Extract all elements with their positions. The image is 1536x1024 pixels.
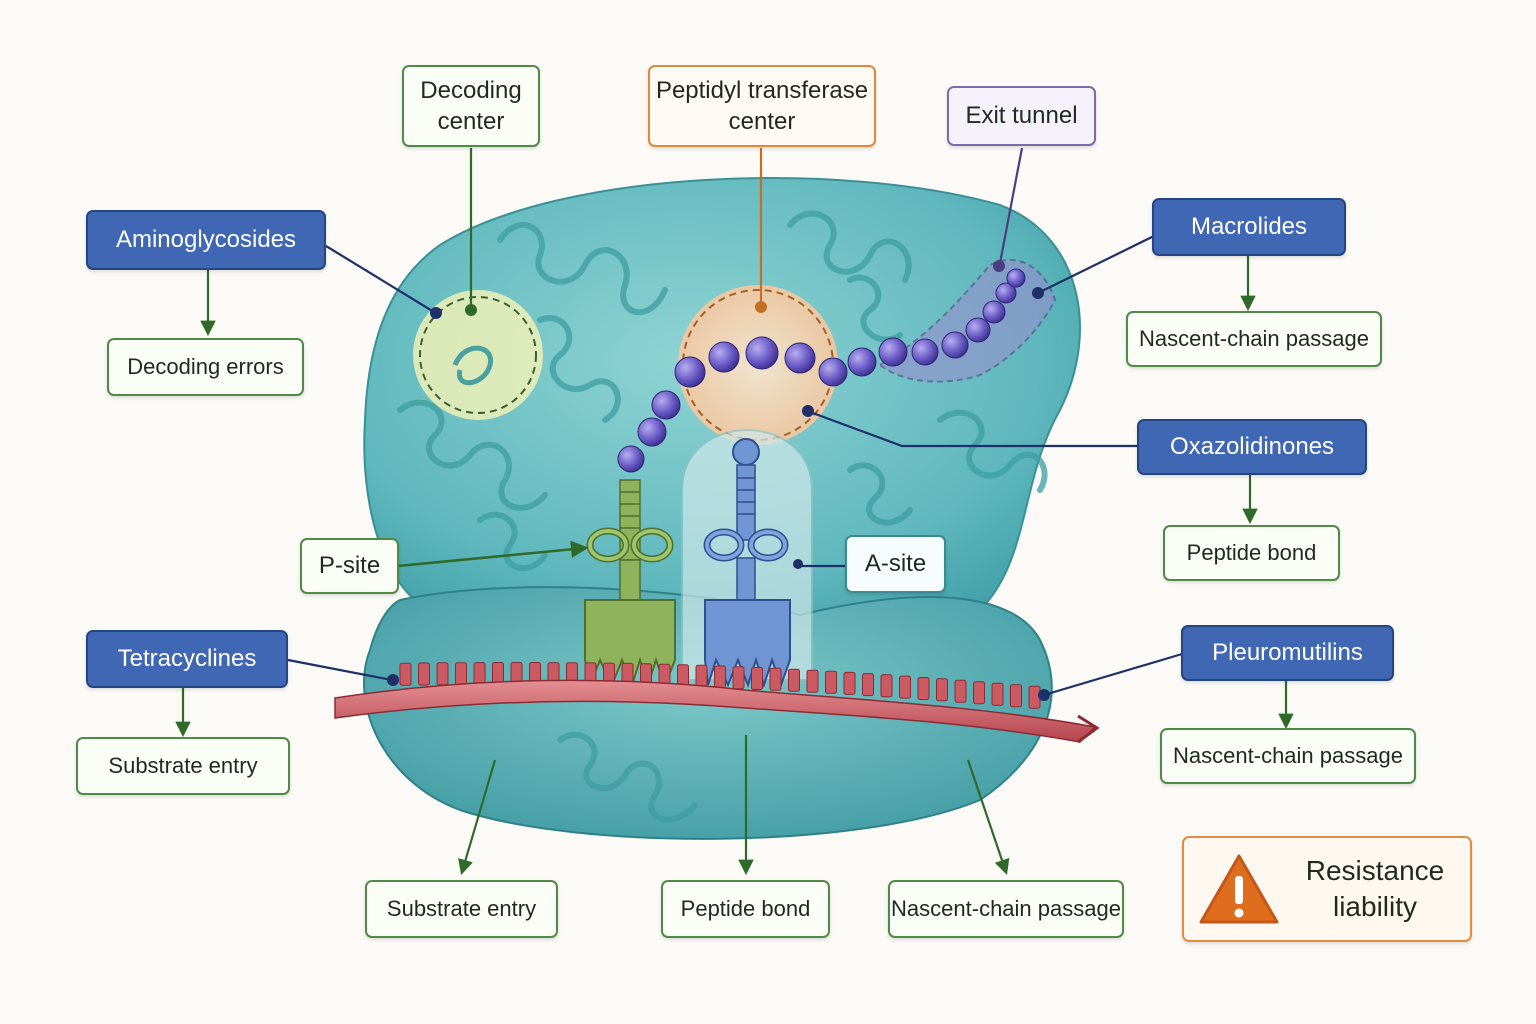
a-site-trna	[703, 438, 791, 689]
codon	[991, 682, 1004, 706]
codon	[954, 679, 967, 703]
codon	[936, 678, 948, 702]
pleuromutilins-effect-label: Nascent-chain passage	[1160, 728, 1416, 784]
codon	[418, 662, 430, 686]
codon	[862, 673, 874, 697]
decoding-errors-label: Decoding errors	[107, 338, 304, 396]
effect-arrows	[175, 256, 1294, 876]
codon	[751, 667, 763, 690]
macrolides-label: Macrolides	[1152, 198, 1346, 256]
codon	[714, 665, 726, 689]
oxazolidinones-label: Oxazolidinones	[1137, 419, 1367, 475]
codon	[769, 667, 782, 691]
codon	[1010, 684, 1022, 708]
codon	[436, 662, 449, 686]
bottom-center-effect-label: Peptide bond	[661, 880, 830, 938]
codon	[806, 669, 819, 693]
warning-triangle-icon	[1199, 854, 1279, 924]
rrna-strands	[397, 210, 1048, 823]
codon	[473, 662, 486, 686]
nascent-peptide-chain	[617, 268, 1026, 473]
codon	[1028, 685, 1041, 709]
mrna-strand	[334, 662, 1100, 744]
codon	[788, 668, 800, 692]
pleuromutilins-label: Pleuromutilins	[1181, 625, 1394, 681]
bottom-left-effect-label: Substrate entry	[365, 880, 558, 938]
codon	[399, 662, 412, 686]
codon	[732, 666, 745, 690]
leader-lines	[287, 235, 1183, 697]
oxazolidinones-effect-label: Peptide bond	[1163, 525, 1340, 581]
codon	[455, 662, 467, 686]
codon	[973, 681, 985, 705]
tetracyclines-effect-label: Substrate entry	[76, 737, 290, 795]
tetracyclines-label: Tetracyclines	[86, 630, 288, 688]
macrolides-effect-label: Nascent-chain passage	[1126, 311, 1382, 367]
decoding-center-zone	[413, 290, 543, 420]
codon	[843, 671, 856, 695]
aminoglycosides-label: Aminoglycosides	[86, 210, 326, 270]
a-site-label: A-site	[845, 535, 946, 593]
codon	[917, 677, 930, 700]
exit-tunnel-label: Exit tunnel	[947, 86, 1096, 146]
codon	[899, 675, 911, 699]
p-site-label: P-site	[300, 538, 399, 594]
codon	[880, 674, 893, 698]
codon	[695, 664, 708, 688]
codon	[825, 670, 837, 694]
bottom-right-effect-label: Nascent-chain passage	[888, 880, 1124, 938]
leader-dots	[387, 287, 1050, 701]
